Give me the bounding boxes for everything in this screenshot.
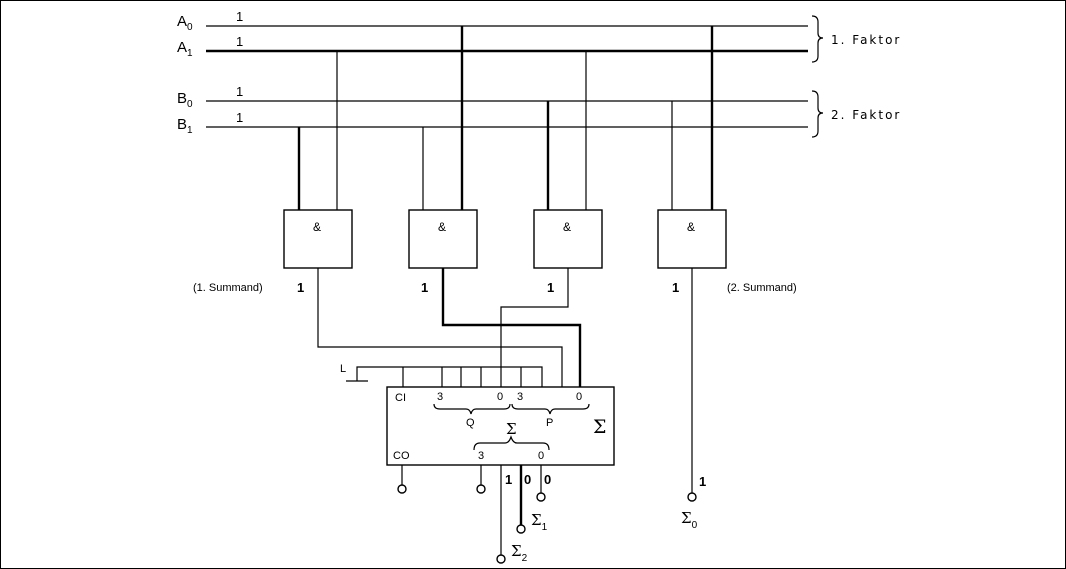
ground-label: L — [340, 363, 346, 375]
gate4-output-value: 1 — [672, 280, 679, 295]
gate3-symbol: & — [563, 220, 571, 234]
sigma2-label: Σ2 — [511, 542, 528, 564]
p-brace — [511, 403, 590, 415]
sigma2-terminal — [496, 554, 506, 564]
q-high-label: 3 — [437, 391, 443, 403]
factor-braces: 1. Faktor 2. Faktor — [811, 15, 901, 138]
gate-input-wires — [297, 26, 714, 210]
adder-symbol: Σ — [593, 416, 606, 438]
carry-in-label: CI — [395, 392, 406, 404]
gate3-box — [533, 209, 603, 269]
gate4-symbol: & — [687, 220, 695, 234]
gate2-to-p0 — [441, 268, 582, 387]
input-labels: A0 A1 B0 B1 1 1 1 1 — [177, 9, 243, 136]
p-label: P — [546, 417, 553, 429]
p-high-label: 3 — [517, 391, 523, 403]
sum-low-label: 0 — [538, 450, 544, 462]
and-gate-2: & — [408, 209, 478, 269]
sigma0-label: Σ0 — [681, 509, 698, 531]
sum-bit3-value: 0 — [544, 472, 551, 487]
b1-label: B1 — [177, 116, 193, 136]
sum0-terminal — [536, 492, 546, 502]
input-lines — [206, 25, 808, 128]
adder-outputs: 1 0 0 1 Σ2 Σ1 Σ0 — [397, 465, 706, 564]
ground-bus: L — [340, 363, 543, 387]
ground-bus-line — [356, 366, 543, 387]
a0-label: A0 — [177, 13, 193, 33]
carry-out-label: CO — [393, 450, 410, 462]
a1-value: 1 — [236, 34, 243, 49]
sigma0-value: 1 — [699, 474, 706, 489]
gate-outputs: 1 1 1 1 (1. Summand) (2. Summand) — [193, 280, 797, 295]
gate3-output-value: 1 — [547, 280, 554, 295]
q-low-label: 0 — [497, 391, 503, 403]
b0-value: 1 — [236, 84, 243, 99]
adder-block: CI CO 3 0 3 0 Q P Σ 3 0 Σ — [386, 386, 615, 466]
q-label: Q — [466, 417, 475, 429]
p-low-label: 0 — [576, 391, 582, 403]
and-gate-1: & — [283, 209, 353, 269]
gate3-to-q0 — [500, 268, 569, 387]
a0-value: 1 — [236, 9, 243, 24]
sigma2-value: 1 — [505, 472, 512, 487]
gate1-output-value: 1 — [297, 280, 304, 295]
a1-label: A1 — [177, 39, 193, 59]
and-gate-4: & — [657, 209, 727, 269]
sigma0-terminal — [687, 492, 697, 502]
sigma1-label: Σ1 — [531, 511, 548, 533]
first-factor-label: 1. Faktor — [831, 33, 901, 47]
b1-value: 1 — [236, 110, 243, 125]
and-gate-3: & — [533, 209, 603, 269]
sigma1-terminal — [516, 524, 526, 534]
gate2-symbol: & — [438, 220, 446, 234]
gate1-symbol: & — [313, 220, 321, 234]
sum3-terminal — [476, 484, 486, 494]
sum-symbol: Σ — [506, 420, 517, 438]
gate4-box — [657, 209, 727, 269]
carry-out-terminal — [397, 484, 407, 494]
gate1-to-p1 — [317, 268, 563, 387]
second-factor-brace — [811, 90, 824, 138]
sigma1-value: 0 — [524, 472, 531, 487]
gate2-output-value: 1 — [421, 280, 428, 295]
first-factor-brace — [811, 15, 824, 63]
first-summand-label: (1. Summand) — [193, 282, 263, 294]
second-summand-label: (2. Summand) — [727, 282, 797, 294]
sum-high-label: 3 — [478, 450, 484, 462]
gate1-box — [283, 209, 353, 269]
q-brace — [433, 403, 511, 415]
second-factor-label: 2. Faktor — [831, 108, 901, 122]
sum-brace — [473, 435, 550, 451]
gate-output-wires — [317, 268, 693, 493]
b0-label: B0 — [177, 90, 193, 110]
gate2-box — [408, 209, 478, 269]
